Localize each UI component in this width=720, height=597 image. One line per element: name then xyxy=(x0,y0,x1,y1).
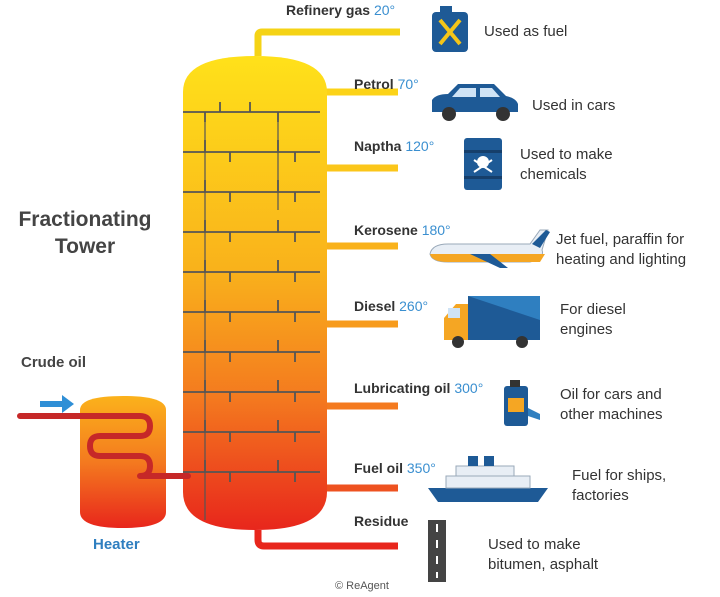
fraction-petrol: Petrol 70° xyxy=(354,76,419,93)
fraction-temp: 180° xyxy=(421,222,451,238)
fraction-residue: Residue xyxy=(354,513,408,530)
fraction-temp: 260° xyxy=(399,298,429,314)
use-kerosene: Jet fuel, paraffin for heating and lighti… xyxy=(556,230,686,271)
road-icon xyxy=(428,520,446,582)
fraction-temp: 300° xyxy=(454,380,484,396)
use-line: Used as fuel xyxy=(484,23,568,40)
fraction-temp: 350° xyxy=(406,460,436,476)
use-line: other machines xyxy=(560,406,663,424)
use-line: Fuel for ships, xyxy=(572,467,667,484)
fraction-name: Fuel oil xyxy=(354,460,403,476)
jerrycan-icon xyxy=(432,6,468,52)
title-line-1: Fractionating xyxy=(18,208,152,231)
heater-coil xyxy=(17,413,191,479)
crude-arrow xyxy=(40,395,74,413)
tower-body xyxy=(183,56,327,530)
fraction-naptha: Naptha 120° xyxy=(354,138,434,155)
chemical-barrel-icon xyxy=(464,138,502,190)
heater-body xyxy=(80,396,166,528)
use-diesel: For diesel engines xyxy=(560,300,626,341)
oil-can-icon xyxy=(504,380,540,426)
use-line: Oil for cars and xyxy=(560,386,662,403)
fraction-temp: 20° xyxy=(373,2,396,18)
use-residue: Used to make bitumen, asphalt xyxy=(488,535,598,576)
truck-icon xyxy=(444,296,540,348)
diagram-title: Fractionating Tower xyxy=(10,206,160,261)
fraction-name: Residue xyxy=(354,513,409,529)
use-line: Jet fuel, paraffin for xyxy=(556,231,685,248)
fraction-name: Lubricating oil xyxy=(354,380,451,396)
use-line: Used to make xyxy=(520,146,613,163)
pipe-refinery-gas xyxy=(254,28,400,56)
use-line: Used in cars xyxy=(532,97,616,114)
tower-trays xyxy=(183,102,320,520)
heater-label: Heater xyxy=(93,536,140,553)
fraction-name: Naptha xyxy=(354,138,402,154)
fraction-temp: 120° xyxy=(405,138,435,154)
crude-oil-label: Crude oil xyxy=(21,354,87,371)
fraction-temp: 70° xyxy=(397,76,419,92)
use-line: factories xyxy=(572,487,629,505)
use-line: bitumen, asphalt xyxy=(488,556,599,574)
use-naptha: Used to make chemicals xyxy=(520,145,613,186)
use-line: engines xyxy=(560,321,613,339)
copyright: © ReAgent xyxy=(335,580,389,592)
use-line: heating and lighting xyxy=(556,251,687,269)
use-line: Used to make xyxy=(488,536,581,553)
use-refinery-gas: Used as fuel xyxy=(484,22,567,42)
fraction-name: Kerosene xyxy=(354,222,418,238)
pipe-residue xyxy=(254,530,398,550)
car-icon xyxy=(432,84,518,121)
airplane-icon xyxy=(429,229,550,268)
fraction-fuel-oil: Fuel oil 350° xyxy=(354,460,436,477)
output-pipes xyxy=(254,28,400,56)
use-lubricating-oil: Oil for cars and other machines xyxy=(560,385,663,426)
fraction-name: Diesel xyxy=(354,298,396,314)
fraction-name: Refinery gas xyxy=(286,2,371,18)
fraction-refinery-gas: Refinery gas 20° xyxy=(286,2,395,19)
ship-icon xyxy=(428,456,548,502)
fraction-diesel: Diesel 260° xyxy=(354,298,428,315)
fraction-lubricating-oil: Lubricating oil 300° xyxy=(354,380,483,397)
use-fuel-oil: Fuel for ships, factories xyxy=(572,466,666,507)
fraction-name: Petrol xyxy=(354,76,394,92)
title-line-2: Tower xyxy=(54,235,116,259)
fraction-kerosene: Kerosene 180° xyxy=(354,222,451,239)
use-line: For diesel xyxy=(560,301,626,318)
use-line: chemicals xyxy=(520,166,587,184)
use-petrol: Used in cars xyxy=(532,96,615,116)
